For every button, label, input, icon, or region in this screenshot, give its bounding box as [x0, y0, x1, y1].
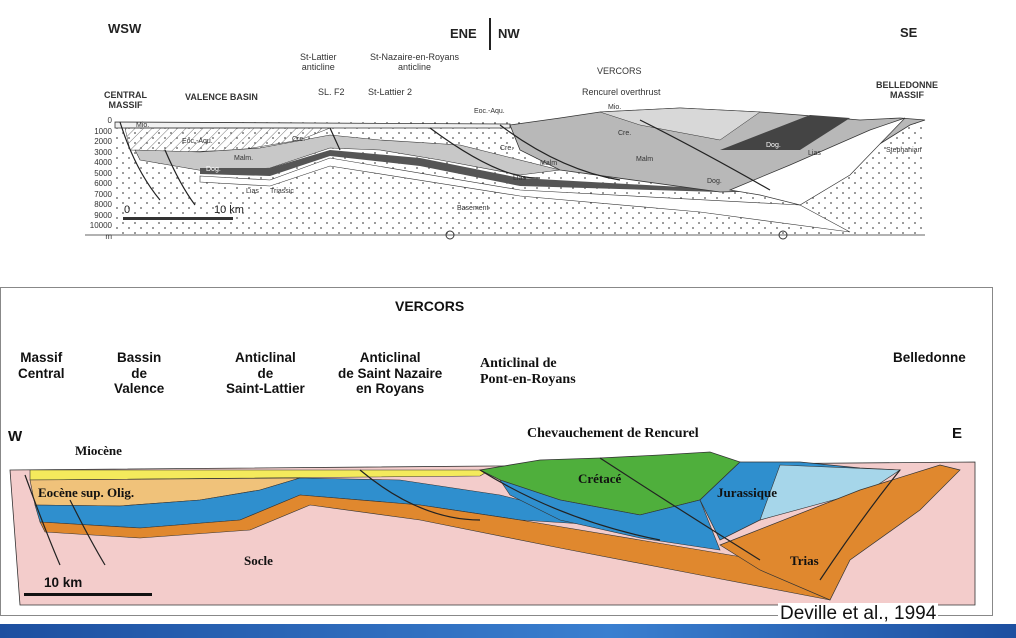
formation-label: Eoc.-Aqu. [474, 108, 505, 115]
formation-label: Lias [808, 150, 821, 157]
west-label: W [8, 428, 23, 445]
vercors-label: VERCORS [597, 66, 642, 76]
bottom-cross-section [0, 287, 993, 616]
formation-label: Eoc.-Aqu. [182, 138, 213, 145]
formation-label: Cre. [292, 136, 306, 143]
formation-label: Dog. [766, 142, 781, 149]
top-cross-section [85, 18, 926, 240]
miocene-label: Miocène [75, 443, 122, 458]
scale-end: 10 km [214, 204, 244, 216]
socle-label: Socle [244, 553, 273, 568]
cretace-label: Crétacé [578, 471, 622, 486]
trias-label: Trias [790, 553, 819, 568]
formation-label: Lias [513, 175, 526, 182]
jurassique-label: Jurassique [717, 485, 777, 500]
orientation-ene: ENE [450, 26, 477, 41]
formation-label: Mio. [608, 104, 622, 111]
formation-label: Lias [246, 188, 259, 195]
well-sl-f2: SL. F2 [318, 87, 345, 97]
formation-label: Dog. [707, 178, 722, 185]
formation-label: Basement [457, 205, 489, 212]
formation-label: Cre. [618, 130, 632, 137]
orientation-wsw: WSW [108, 21, 142, 36]
citation: Deville et al., 1994 [778, 603, 939, 625]
formation-label: Malm [636, 156, 654, 163]
well-st-lattier-2: St-Lattier 2 [368, 87, 413, 97]
formation-label: Malm. [234, 155, 254, 162]
vercors-title: VERCORS [395, 298, 465, 314]
valence-basin-label: VALENCE BASIN [185, 92, 258, 102]
formation-label: Stephanian [886, 147, 922, 154]
orientation-se: SE [900, 25, 918, 40]
rencurel-overthrust-label: Rencurel overthrust [582, 87, 661, 97]
slide-footer-bar [0, 624, 1016, 638]
formation-label: Malm [540, 160, 558, 167]
formation-label: Triassic [270, 188, 294, 195]
chevauchement-label: Chevauchement de Rencurel [527, 426, 699, 441]
belledonne-label: Belledonne [893, 350, 966, 365]
formation-label: Dog. [206, 166, 221, 173]
east-label: E [952, 425, 963, 442]
scale-start: 0 [124, 204, 131, 216]
scale-bar-label: 10 km [44, 575, 83, 590]
formation-label: Mio. [136, 122, 150, 129]
orientation-nw: NW [498, 26, 520, 41]
eocene-label: Eocène sup. Olig. [38, 485, 135, 500]
formation-label: Cre. [500, 145, 514, 152]
